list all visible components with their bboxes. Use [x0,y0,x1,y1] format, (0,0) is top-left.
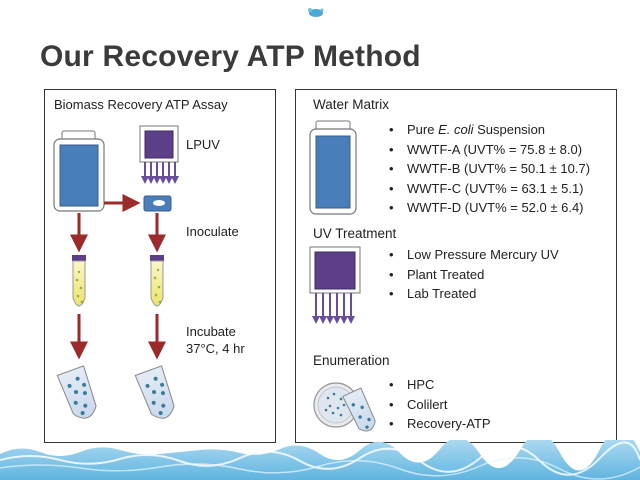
water-matrix-list: Pure E. coli Suspension WWTF-A (UVT% = 7… [389,120,590,218]
uv-lamp-icon [309,246,361,324]
list-item: Pure E. coli Suspension [389,120,590,140]
water-container-icon [53,130,105,212]
list-item: WWTF-B (UVT% = 50.1 ± 10.7) [389,159,590,179]
test-tube-icon [150,255,164,307]
list-item: Recovery-ATP [389,414,491,434]
list-item: WWTF-A (UVT% = 75.8 ± 8.0) [389,140,590,160]
list-item: Low Pressure Mercury UV [389,245,559,265]
list-item: Colilert [389,395,491,415]
petri-dish-icon [313,382,359,428]
enumeration-list: HPC Colilert Recovery-ATP [389,375,491,434]
assay-heading: Biomass Recovery ATP Assay [54,97,228,112]
sample-tube-icon [134,365,175,419]
list-item: Lab Treated [389,284,559,304]
wave-footer [0,440,640,480]
petri-dish-icon [143,195,172,212]
test-tube-icon [72,255,86,307]
slide-title: Our Recovery ATP Method [40,40,421,73]
sample-tube-icon [342,387,376,432]
list-item: HPC [389,375,491,395]
logo-icon [308,8,324,17]
enumeration-heading: Enumeration [313,353,390,368]
inoculate-label: Inoculate [186,224,239,239]
water-matrix-heading: Water Matrix [313,97,390,112]
list-item: WWTF-C (UVT% = 63.1 ± 5.1) [389,179,590,199]
sample-tube-icon [56,365,97,419]
uv-lamp-icon [139,125,179,184]
uv-treatment-list: Low Pressure Mercury UV Plant Treated La… [389,245,559,304]
lpuv-label: LPUV [186,137,220,152]
conditions-label: 37°C, 4 hr [186,341,245,356]
water-container-icon [309,120,357,215]
incubate-label: Incubate [186,324,236,339]
list-item: Plant Treated [389,265,559,285]
uv-treatment-heading: UV Treatment [313,226,397,241]
list-item: WWTF-D (UVT% = 52.0 ± 6.4) [389,198,590,218]
